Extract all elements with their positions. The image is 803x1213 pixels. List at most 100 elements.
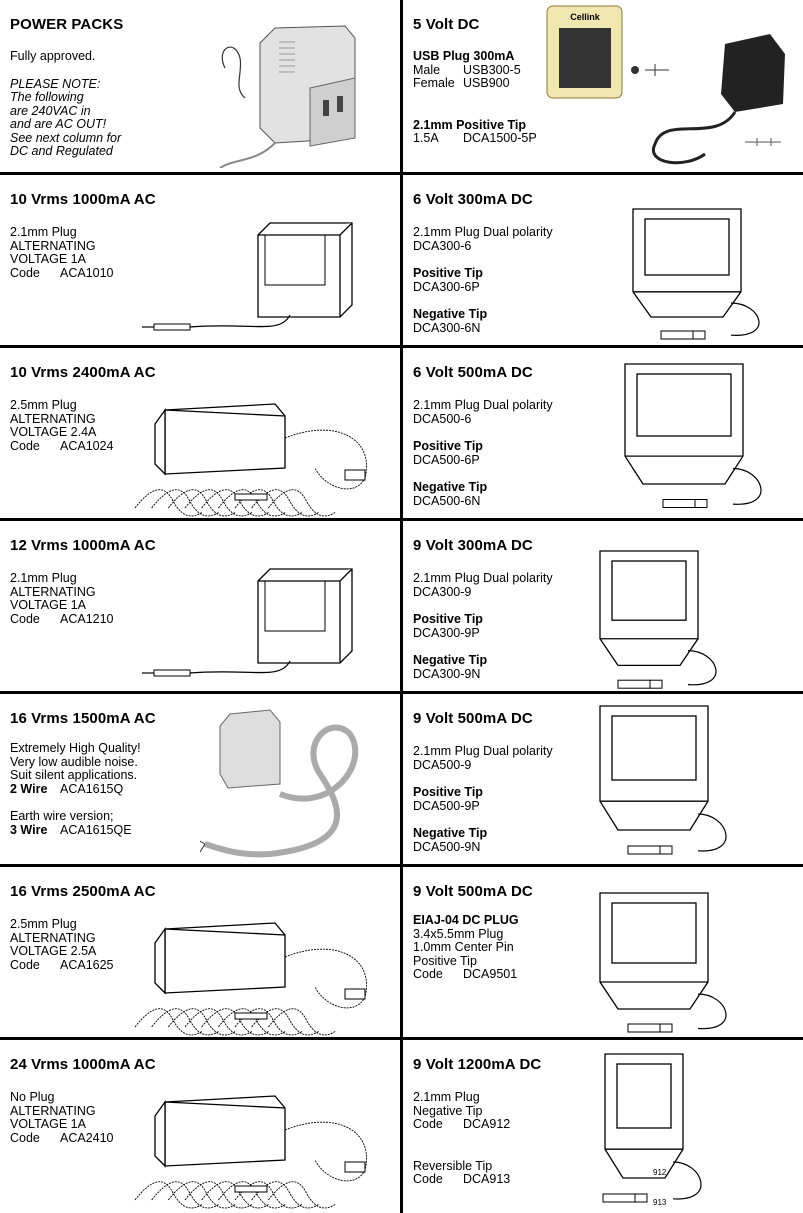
row-divider [0, 518, 803, 521]
detail-line: See next column for [10, 130, 122, 145]
product-title: 9 Volt 300mA DC [413, 537, 533, 554]
product-code: DCA1500-5P [463, 131, 537, 145]
product-title: 5 Volt DC [413, 16, 480, 33]
detail-line: 2.1mm Plug Dual polarity [413, 571, 553, 585]
detail-line: Positive Tip [413, 785, 483, 799]
code-label: Code [10, 957, 40, 972]
plug-tip-913-label: 913 [653, 1198, 667, 1207]
detail-line: Negative Tip [413, 653, 488, 667]
power-pack-photo-icon [200, 704, 390, 864]
product-code-line: Female USB900 [413, 76, 537, 91]
detail-line: Negative Tip [413, 1103, 483, 1118]
ac-adapter-brick-icon [125, 1090, 395, 1210]
code-label: 3 Wire [10, 822, 48, 837]
spacer [413, 91, 537, 105]
detail-line: ALTERNATING [10, 1103, 96, 1118]
product-code-line: Code DCA912 [413, 1117, 511, 1132]
ac-adapter-brick-icon [125, 917, 395, 1037]
detail-line: Negative Tip [413, 826, 488, 840]
brand-label: Cellink [570, 12, 601, 22]
detail-line: The following [10, 90, 84, 104]
product-title: 9 Volt 500mA DC [413, 710, 533, 727]
detail-line: VOLTAGE 1A [10, 1117, 86, 1131]
spacer [413, 105, 537, 119]
code-label: Code [10, 611, 40, 626]
detail-line: 2.5mm Plug [10, 917, 77, 931]
detail-line: DCA500-9 [413, 757, 472, 772]
row-divider [0, 345, 803, 348]
usb-adapter-package-icon: Cellink [545, 4, 800, 172]
detail-line: Positive Tip [413, 612, 483, 626]
detail-line: 2.5mm Plug [10, 398, 77, 412]
product-title: POWER PACKS [10, 16, 124, 33]
spacer [413, 294, 553, 308]
detail-line: DCA300-6N [413, 320, 481, 335]
row-divider [0, 172, 803, 175]
product-title: 6 Volt 500mA DC [413, 364, 533, 381]
product-code: USB300-5 [463, 62, 521, 77]
detail-line: ALTERNATING [10, 930, 96, 945]
detail-line: and are AC OUT! [10, 117, 107, 131]
code-label: Female [413, 76, 455, 90]
product-code: ACA1615Q [60, 781, 124, 796]
spacer [10, 796, 141, 810]
detail-line: ALTERNATING [10, 238, 96, 253]
spacer [413, 426, 553, 440]
ac-adapter-drawing-icon [140, 561, 370, 691]
code-label: Code [10, 1130, 40, 1145]
detail-line: Negative Tip [413, 307, 488, 321]
detail-line: ALTERNATING [10, 584, 96, 599]
power-pack-photo-icon [215, 18, 380, 168]
detail-line: Positive Tip [413, 266, 483, 280]
spacer [10, 64, 121, 78]
product-code: USB900 [463, 76, 510, 90]
product-title: 16 Vrms 1500mA AC [10, 710, 156, 727]
detail-line: 3.4x5.5mm Plug [413, 926, 504, 941]
code-label: Code [413, 1117, 443, 1131]
ac-adapter-brick-icon [125, 398, 395, 518]
detail-line: DCA300-9P [413, 625, 480, 640]
dc-adapter-drawing-icon [621, 205, 771, 345]
row-divider [0, 691, 803, 694]
detail-line: Extremely High Quality! [10, 741, 141, 755]
product-code: DCA912 [463, 1117, 511, 1131]
detail-line: DCA500-9P [413, 798, 480, 813]
detail-line: DCA500-6 [413, 411, 472, 426]
detail-line: 2.1mm Positive Tip [413, 117, 527, 132]
product-code: DCA9501 [463, 967, 518, 981]
detail-line: DCA500-9N [413, 839, 481, 854]
detail-line: VOLTAGE 1A [10, 598, 86, 612]
detail-line: PLEASE NOTE: [10, 76, 101, 91]
detail-line: DCA300-9 [413, 584, 472, 599]
dc-adapter-drawing-icon [588, 889, 738, 1039]
code-label: 2 Wire [10, 781, 48, 796]
dc-adapter-drawing-icon [613, 360, 773, 515]
detail-line: EIAJ-04 DC PLUG [413, 913, 519, 927]
code-label: Code [413, 1172, 443, 1186]
product-title: 16 Vrms 2500mA AC [10, 883, 156, 900]
